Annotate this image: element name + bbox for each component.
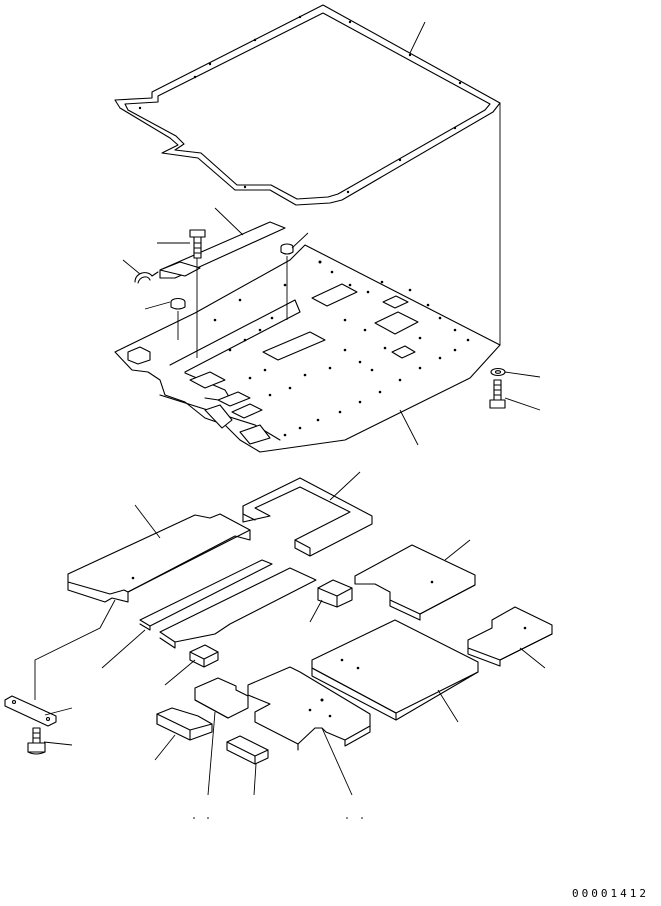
leader-line-mat-center [322,728,352,795]
bolt-lower-left [28,728,45,754]
clip [135,272,158,283]
mat-small-bar [227,736,268,764]
leader-line-strip [102,630,145,668]
label-marks [193,817,363,819]
leader-line-clip [123,260,140,274]
grommet-right [281,244,293,254]
bracket-plate [5,696,56,726]
mat-block-center [318,580,352,607]
leader-line-mat-right [445,540,470,560]
grommet-left [171,299,185,310]
mat-large-right [312,620,478,720]
leader-line-mat-left [135,505,160,538]
leader-line-grommet-right [292,233,308,248]
leader-line-grommet-left [145,302,170,309]
leader-line-pad-small [208,712,215,795]
leader-line-bolt-lower-left [44,742,72,745]
leader-line-mat-far-right [520,648,545,668]
mat-strip-2 [160,568,316,648]
leader-line-bracket [45,708,72,715]
drawing-number: 00001412 [572,887,649,900]
leader-line-mat-u [330,472,360,500]
mat-angled-block [157,708,212,740]
leader-line-bolt-right [505,398,540,410]
leader-line-seal [410,22,425,53]
floor-mats [68,472,552,795]
cover-strip [160,222,285,278]
bolt-right [490,380,505,408]
leader-line-angled-block [155,735,175,760]
leader-line-wedge [165,660,195,685]
leader-line-mat-large [438,690,458,722]
leader-line-washer [505,372,540,377]
mat-far-right [468,607,552,666]
floor-plate [115,245,500,452]
guide-line-bracket [35,600,115,700]
mat-wedge [190,645,218,667]
leader-line-block-center [310,600,322,622]
mat-left-long [68,514,250,602]
mat-strip-1 [140,560,272,630]
bolt-top [190,230,205,258]
mat-right-medium [355,545,475,620]
floor-frame-seal [115,5,500,205]
mat-u-shape [243,478,372,556]
leader-line-floor-plate [400,410,418,445]
leader-line-small-bar [254,764,256,795]
leader-line-cover-strip [215,208,243,235]
mat-pad-small [195,678,248,718]
washer-right [491,369,505,376]
